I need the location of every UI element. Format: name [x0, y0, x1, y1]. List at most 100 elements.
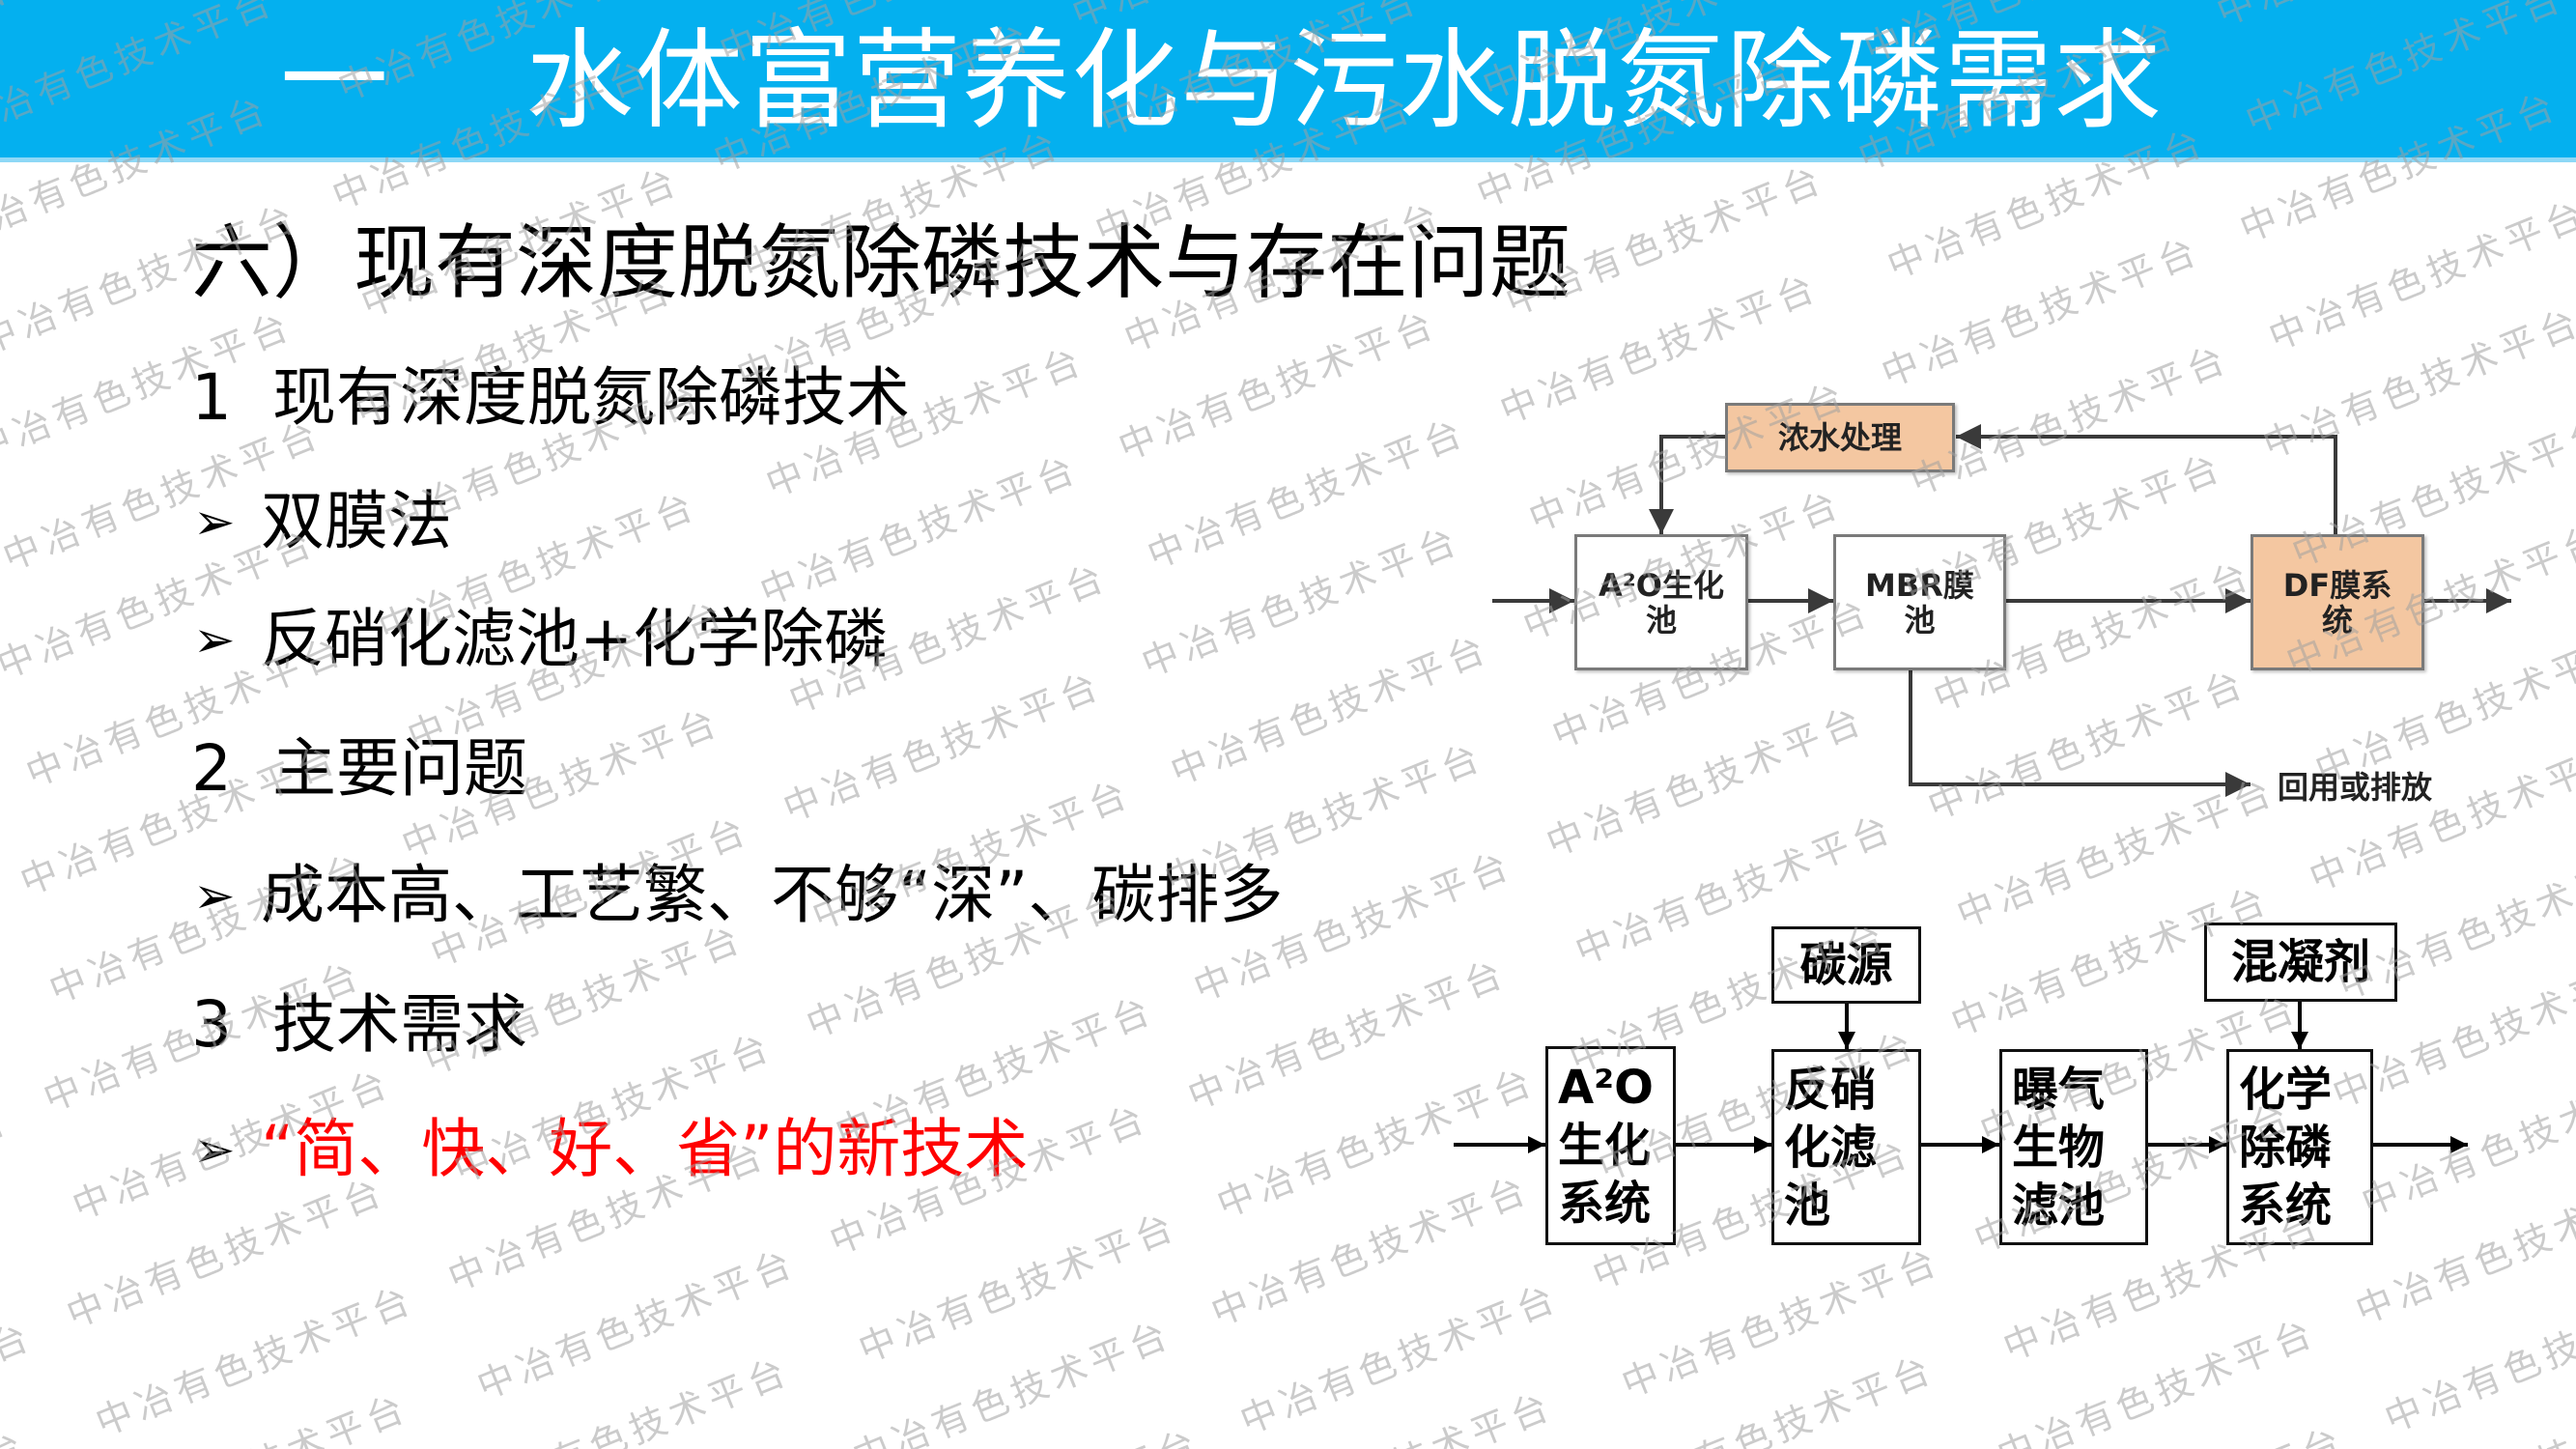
box-denitrification-filter: 反硝 化滤 池: [1771, 1049, 1921, 1245]
bullet-item-new-tech: ➢ “简、快、好、省”的新技术: [193, 1111, 1028, 1189]
box-df-membrane: DF膜系 统: [2250, 534, 2424, 670]
box-label-line1: 曝气: [2012, 1062, 2106, 1117]
watermark-text: 中冶有色技术平台: [1563, 914, 1895, 1082]
watermark-text: 中冶有色技术平台: [1875, 228, 2207, 396]
box-label-line1: 反硝: [1784, 1062, 1878, 1117]
heading-text: 1 现有深度脱氮除磷技术: [191, 360, 910, 435]
bullet-item-denit-filter: ➢ 反硝化滤池+化学除磷: [193, 601, 888, 679]
watermark-text: 中冶有色技术平台: [753, 446, 1086, 614]
watermark-text: 中冶有色技术平台: [2303, 732, 2576, 900]
watermark-text: 中冶有色技术平台: [1950, 769, 2282, 937]
watermark-text: 中冶有色技术平台: [1944, 877, 2277, 1045]
box-coagulant: 混凝剂: [2204, 923, 2397, 1002]
bullet-text: 成本高、工艺繁、不够“深”、碳排多: [261, 858, 1284, 932]
watermark-text: 中冶有色技术平台: [1225, 1376, 1560, 1449]
box-label-line2: 池: [1645, 601, 1677, 639]
heading-main-problems: 2 主要问题: [191, 730, 527, 808]
box-label-line3: 池: [1784, 1178, 1831, 1233]
watermark-text: 中冶有色技术平台: [1164, 626, 1496, 794]
box-label-line2: 化滤: [1784, 1120, 1878, 1175]
watermark-text: 中冶有色技术平台: [1615, 1238, 1947, 1406]
box-label-line3: 系统: [2239, 1178, 2333, 1233]
outlet-label: 回用或排放: [2278, 769, 2433, 806]
watermark-text: 中冶有色技术平台: [1898, 444, 2230, 612]
watermark-text: 中冶有色技术平台: [1586, 1130, 1918, 1298]
watermark-text: 中冶有色技术平台: [1545, 589, 1878, 757]
box-label-line2: 生化: [1558, 1119, 1652, 1173]
bullet-item-problems: ➢ 成本高、工艺繁、不够“深”、碳排多: [193, 857, 1283, 935]
header-section-number: 一: [280, 18, 388, 144]
box-label-line3: 系统: [1558, 1177, 1652, 1231]
heading-text: 3 技术需求: [191, 987, 527, 1062]
watermark-text: 中冶有色技术平台: [1904, 336, 2236, 504]
watermark-text: 中冶有色技术平台: [1112, 301, 1444, 469]
watermark-text: 中冶有色技术平台: [2355, 1057, 2576, 1225]
box-label: 碳源: [1799, 938, 1893, 992]
box-mbr-tank: MBR膜 池: [1833, 534, 2006, 670]
watermark-text: 中冶有色技术平台: [0, 1097, 16, 1265]
watermark-text: 中冶有色技术平台: [2369, 1374, 2576, 1449]
watermark-text: 中冶有色技术平台: [0, 1314, 40, 1449]
watermark-text: 中冶有色技术平台: [2332, 840, 2576, 1009]
watermark-text: 中冶有色技术平台: [1967, 1094, 2300, 1262]
watermark-text: 中冶有色技术平台: [1609, 1347, 1941, 1449]
watermark-text: 中冶有色技术平台: [1522, 373, 1854, 541]
watermark-text: 中冶有色技术平台: [2279, 516, 2576, 684]
watermark-text: 中冶有色技术平台: [2017, 1410, 2352, 1449]
arrow-bullet-icon: ➢: [193, 1122, 236, 1179]
watermark-text: 中冶有色技术平台: [1921, 661, 2253, 829]
box-label-line2: 除磷: [2239, 1120, 2333, 1175]
slide-header: 一 水体富营养化与污水脱氮除磷需求: [0, 0, 2576, 162]
section-title: 六）现有深度脱氮除磷技术与存在问题: [191, 215, 1571, 310]
watermark-text: 中冶有色技术平台: [470, 1240, 803, 1408]
box-label-line2: 统: [2321, 601, 2353, 639]
watermark-text: 中冶有色技术平台: [2262, 191, 2576, 359]
bullet-item-double-membrane: ➢双膜法: [193, 483, 452, 561]
bullet-text-highlight: “简、快、好、省”的新技术: [261, 1112, 1029, 1186]
watermark-text: 中冶有色技术平台: [1141, 410, 1473, 578]
box-label: 浓水处理: [1777, 419, 1902, 456]
watermark-text: 中冶有色技术平台: [777, 663, 1109, 831]
box-label-line1: MBR膜: [1865, 566, 1974, 604]
watermark-text: 中冶有色技术平台: [2349, 1165, 2576, 1333]
watermark-text: 中冶有色技术平台: [2285, 408, 2576, 576]
box-biological-aerated-filter: 曝气 生物 滤池: [1999, 1049, 2148, 1245]
watermark-text: 中冶有色技术平台: [1991, 1310, 2323, 1449]
box-carbon-source: 碳源: [1771, 926, 1921, 1004]
bullet-text: 反硝化滤池+化学除磷: [261, 602, 889, 676]
watermark-text: 中冶有色技术平台: [846, 1312, 1178, 1449]
watermark-text: 中冶有色技术平台: [1516, 481, 1849, 649]
watermark-text: 中冶有色技术平台: [80, 1378, 415, 1449]
bullet-text: 双膜法: [261, 484, 452, 558]
watermark-text: 中冶有色技术平台: [1569, 806, 1901, 974]
watermark-text: 中冶有色技术平台: [872, 1412, 1207, 1449]
heading-text: 2 主要问题: [191, 731, 527, 806]
watermark-text: 中冶有色技术平台: [2378, 1273, 2576, 1441]
watermark-text: 中冶有色技术平台: [2308, 624, 2576, 792]
watermark-text: 中冶有色技术平台: [2256, 299, 2576, 468]
watermark-text: 中冶有色技术平台: [1540, 697, 1872, 866]
watermark-text: 中冶有色技术平台: [1592, 1022, 1924, 1190]
watermark-text: 中冶有色技术平台: [1135, 518, 1467, 686]
box-label-line1: A²O: [1558, 1061, 1654, 1115]
box-label-line1: 化学: [2239, 1062, 2333, 1117]
heading-tech-needs: 3 技术需求: [191, 986, 527, 1064]
box-label: 混凝剂: [2230, 935, 2370, 989]
watermark-text: 中冶有色技术平台: [0, 1414, 34, 1449]
box-label-line1: A²O生化: [1599, 566, 1724, 604]
watermark-text: 中冶有色技术平台: [1204, 1167, 1537, 1335]
watermark-text: 中冶有色技术平台: [89, 1277, 421, 1445]
box-label-line3: 滤池: [2012, 1178, 2106, 1233]
watermark-text: 中冶有色技术平台: [852, 1204, 1184, 1372]
box-a2o-tank: A²O生化 池: [1574, 534, 1748, 670]
watermark-text: 中冶有色技术平台: [1181, 951, 1514, 1119]
box-concentrate-treatment: 浓水处理: [1725, 403, 1955, 472]
watermark-text: 中冶有色技术平台: [1210, 1059, 1543, 1227]
arrow-bullet-icon: ➢: [193, 611, 236, 669]
box-label-line2: 池: [1904, 601, 1936, 639]
arrow-bullet-icon: ➢: [193, 867, 236, 925]
heading-existing-tech: 1 现有深度脱氮除磷技术: [191, 359, 910, 437]
watermark-text: 中冶有色技术平台: [1973, 985, 2306, 1153]
watermark-text: 中冶有色技术平台: [1927, 553, 2259, 721]
box-chemical-phosphorus-removal: 化学 除磷 系统: [2226, 1049, 2373, 1245]
